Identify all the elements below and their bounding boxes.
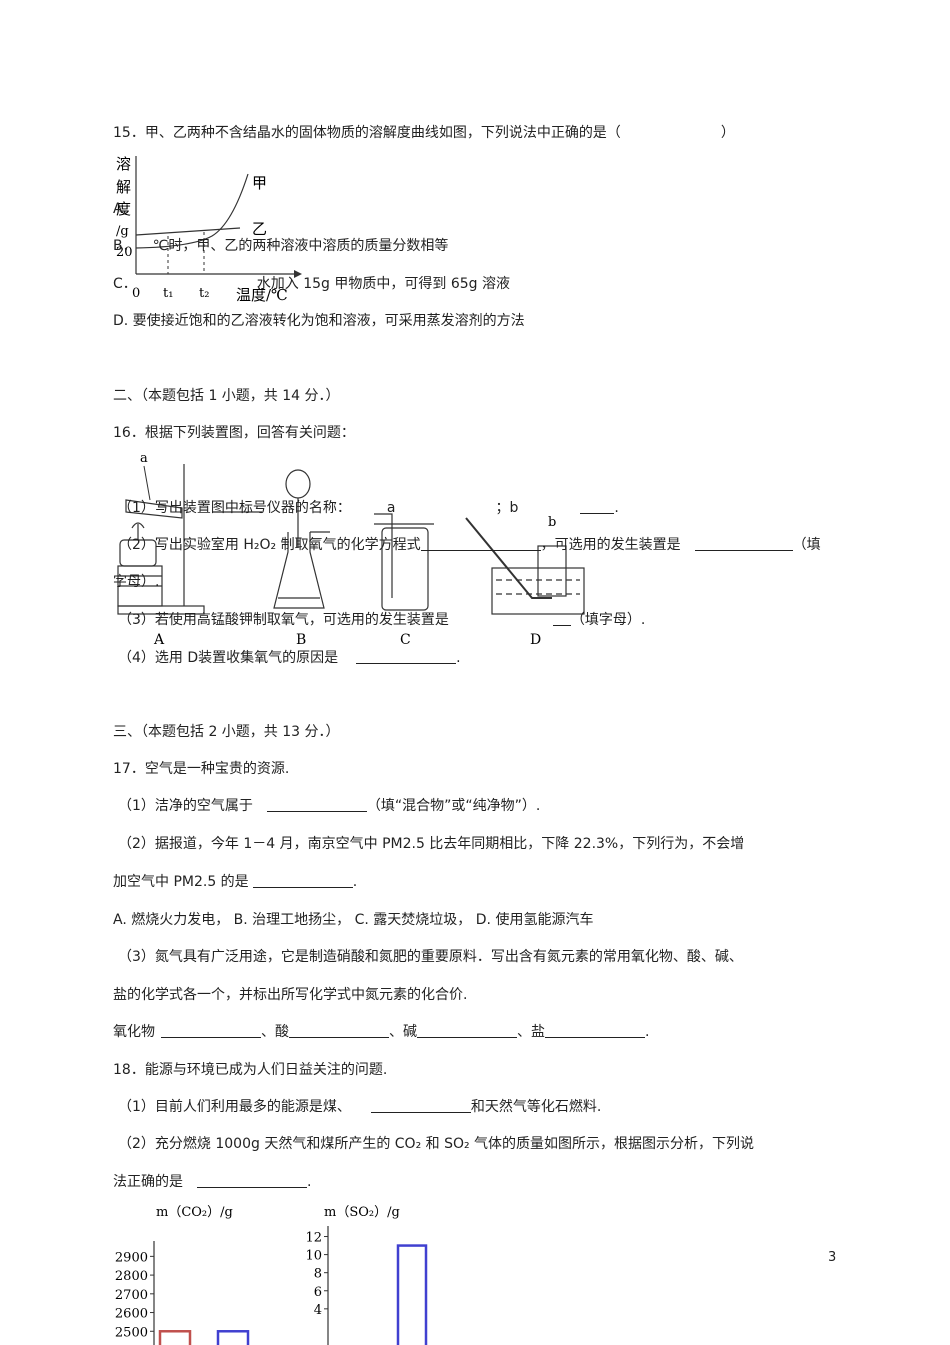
blank-b[interactable] [580,499,615,514]
q15-stem: 15．甲、乙两种不含结晶水的固体物质的溶解度曲线如图，下列说法中正确的是（） [113,125,735,141]
chart-title: m（SO₂）/g [324,1205,400,1220]
q16-part2: （2）写出实验室用 H₂O₂ 制取氧气的化学方程式，可选用的发生装置是（填 [118,536,821,553]
so2-bar-chart: m（SO₂）/g 4 6 8 10 12 [305,1205,428,1345]
blank-energy[interactable] [370,1098,471,1113]
q17-part1: （1）洁净的空气属于（填“混合物”或“纯净物”）. [118,797,541,814]
q16-stem: 16．根据下列装置图，回答有关问题： [113,425,355,441]
graph-ylabel-3: 度 [116,200,131,218]
q18-stem: 18．能源与环境已成为人们日益关注的问题. [113,1062,388,1078]
chart-bar [158,1330,192,1345]
blank-pm25[interactable] [252,873,353,888]
label-a: A [153,632,165,648]
q15-option-b: B．℃时，甲、乙的两种溶液中溶质的质量分数相等 [113,238,449,254]
apparatus-d [465,517,585,615]
chart-bar [396,1244,428,1345]
chart-tick-label: 4 [314,1303,322,1318]
q17-part2-line2: 加空气中 PM2.5 的是. [113,873,358,890]
graph-ytick-20: 20 [116,245,133,260]
blank-equation[interactable] [420,536,541,551]
q18-part2-line1: （2）充分燃烧 1000g 天然气和煤所产生的 CO₂ 和 SO₂ 气体的质量如… [118,1136,755,1152]
xtick-0: 0 [132,286,140,301]
lab-apparatus-figure: a b A B C D [117,451,585,648]
blank-base[interactable] [417,1023,517,1038]
q16-part2-cont: 字母）. [113,574,160,590]
graph-ylabel-1: 溶 [116,155,131,173]
chart-title: m（CO₂）/g [156,1205,233,1220]
chart-tick-label: 8 [314,1267,322,1282]
mark-a-leader [143,465,151,501]
chart-tick-label: 2600 [115,1307,148,1322]
mark-a: a [140,451,148,466]
x-axis-arrow [294,270,302,278]
blank-air-type[interactable] [266,797,367,812]
section-3-heading: 三、（本题包括 2 小题，共 13 分．） [113,724,340,740]
graph-ylabel-2: 解 [116,178,131,196]
section-2-heading: 二、（本题包括 1 小题，共 14 分．） [113,388,340,404]
q16-part4: （4）选用 D装置收集氧气的原因是. [118,649,461,666]
blank-acid[interactable] [289,1023,389,1038]
q15-option-a: A. [113,201,127,217]
q17-fill-line: 氧化物、酸、碱、盐. [113,1023,650,1040]
curve-yi [135,227,241,236]
q17-part3-line1: （3）氮气具有广泛用途，它是制造硝酸和氮肥的重要原料．写出含有氮元素的常用氧化物… [118,949,743,965]
blank-generator-b[interactable] [694,536,793,551]
blank-generator-kmno4[interactable] [552,611,571,626]
curve-jia [135,173,249,249]
blank-conclusion[interactable] [197,1173,307,1188]
q17-stem: 17．空气是一种宝贵的资源. [113,761,290,777]
chart-tick-label: 2900 [115,1250,148,1265]
mark-b: b [548,515,556,530]
chart-tick-label: 2500 [115,1325,148,1340]
label-c: C [400,632,411,648]
chart-tick-label: 2700 [115,1288,148,1303]
label-b: B [296,632,306,648]
apparatus-c [374,513,434,611]
chart-tick-label: 2800 [115,1269,148,1284]
q15-option-c: C．水加入 15g 甲物质中，可得到 65g 溶液 [113,276,510,292]
q18-part2-line2: 法正确的是. [113,1173,312,1190]
apparatus-b [273,469,330,609]
q17-part3-line2: 盐的化学式各一个，并标出所写化学式中氮元素的化合价. [113,987,468,1003]
xtick-t2: t₂ [199,286,209,301]
label-d: D [530,632,541,648]
q16-part3: （3）若使用高锰酸钾制取氧气，可选用的发生装置是（填字母）. [118,611,646,628]
graph-xlabel: 温度/℃ [236,286,288,302]
chart-tick-label: 6 [314,1285,322,1300]
q17-options: A. 燃烧火力发电， B. 治理工地扬尘， C. 露天焚烧垃圾， D. 使用氢能… [113,912,594,928]
page-number: 3 [828,1250,837,1265]
apparatus-a [117,464,262,615]
blank-reason[interactable] [356,649,457,664]
chart-tick-label: 10 [305,1249,322,1264]
chart-tick-label: 12 [305,1231,322,1246]
q17-part2-line1: （2）据报道，今年 1－4 月，南京空气中 PM2.5 比去年同期相比，下降 2… [118,836,745,852]
xtick-t1: t₁ [163,286,173,301]
solubility-curve-graph: 溶 解 度 /g 20 甲 乙 0 t₁ t₂ 温度/℃ [116,155,302,302]
chart-bar [216,1330,250,1345]
label-yi: 乙 [252,220,267,238]
q15-option-d: D. 要使接近饱和的乙溶液转化为饱和溶液，可采用蒸发溶剂的方法 [113,313,525,329]
graph-ylabel-4: /g [116,224,129,239]
blank-salt[interactable] [545,1023,645,1038]
label-jia: 甲 [252,174,267,192]
q18-part1: （1）目前人们利用最多的能源是煤、和天然气等化石燃料. [118,1098,602,1115]
co2-bar-chart: m（CO₂）/g 2500 2600 2700 2800 2900 [115,1205,250,1345]
q16-part1: （1）写出装置图中标号仪器的名称：a；b. [118,499,619,516]
blank-oxide[interactable] [161,1023,261,1038]
